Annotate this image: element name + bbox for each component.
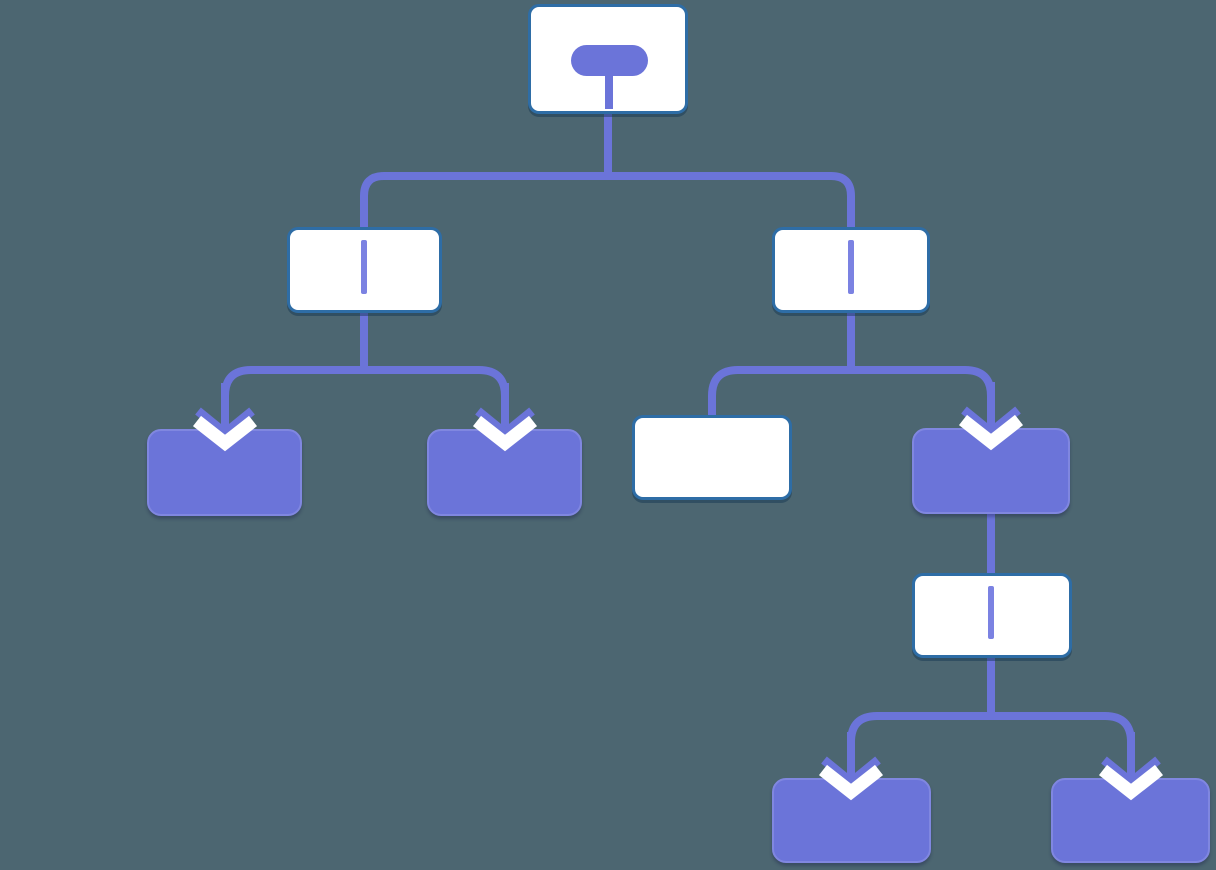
- edge-bottom-branch-rail: [847, 712, 1135, 778]
- node-plain-white[interactable]: [632, 415, 792, 500]
- node-leaf-4[interactable]: [1051, 778, 1210, 863]
- node-branch-right[interactable]: [772, 227, 930, 313]
- node-leaf-2[interactable]: [427, 429, 582, 516]
- node-leaf-1[interactable]: [147, 429, 302, 516]
- root-node-icon-stem: [605, 73, 613, 109]
- pass-through-line-icon: [988, 586, 994, 639]
- node-branch-bottom[interactable]: [912, 573, 1072, 658]
- node-branch-left[interactable]: [287, 227, 442, 313]
- edge-level1-rail: [360, 172, 855, 227]
- root-node-icon: [570, 45, 648, 76]
- node-mid-purple[interactable]: [912, 428, 1070, 514]
- edge-left-branch-rail: [221, 366, 509, 429]
- node-leaf-3[interactable]: [772, 778, 931, 863]
- node-root[interactable]: [528, 4, 688, 114]
- pass-through-line-icon: [361, 240, 367, 294]
- pass-through-line-icon: [848, 240, 854, 294]
